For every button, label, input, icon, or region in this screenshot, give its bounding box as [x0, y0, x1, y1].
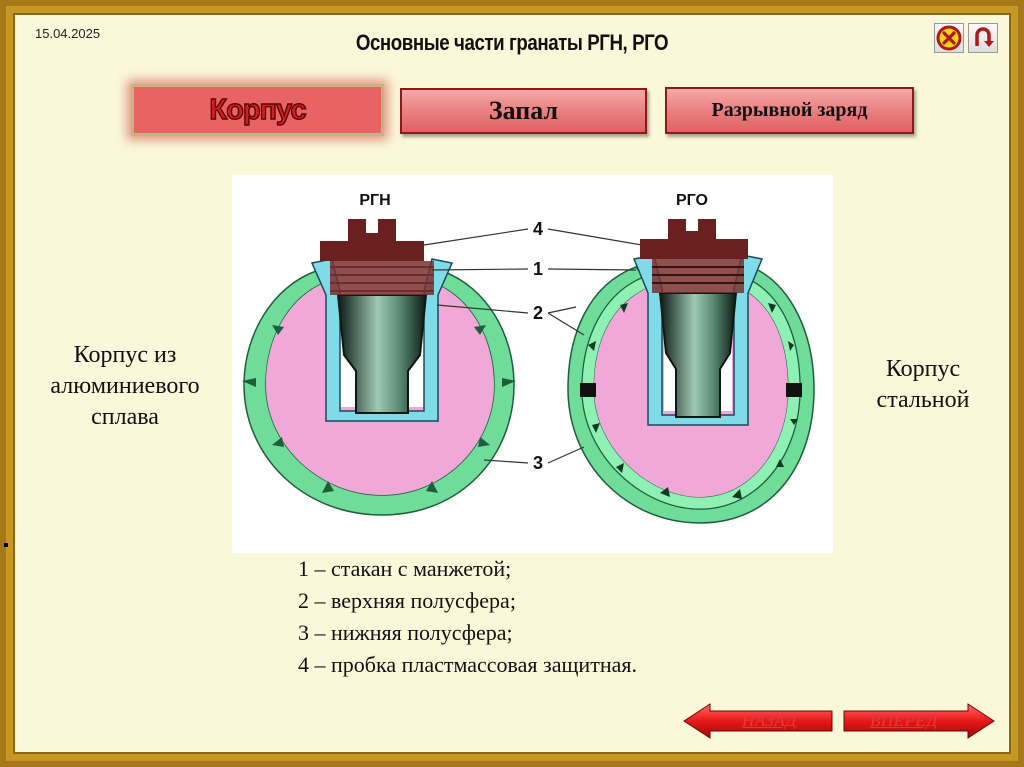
- tab-zapal[interactable]: Запал: [400, 88, 647, 134]
- tab-razryvnoy-zaryad-label: Разрывной заряд: [711, 99, 868, 121]
- callout-2: 2: [533, 303, 543, 323]
- left-caption-line: алюминиевого: [50, 373, 200, 399]
- slide-title: Основные части гранаты РГН, РГО: [355, 30, 669, 55]
- forward-label: ВПЕРЕД: [870, 711, 938, 730]
- callout-lines: [423, 228, 643, 464]
- rgn-label: РГН: [359, 192, 390, 209]
- rgo-grenade: РГО: [567, 192, 815, 524]
- rgn-grenade: РГН: [242, 192, 516, 516]
- left-caption-line: сплава: [91, 404, 159, 430]
- close-button[interactable]: [934, 23, 964, 53]
- grenade-diagram: РГН: [232, 175, 833, 553]
- arrow-right-icon: [843, 703, 995, 739]
- legend-item: 4 – пробка пластмассовая защитная.: [298, 652, 637, 677]
- return-icon: [975, 27, 994, 47]
- arrow-left-icon: [683, 703, 833, 739]
- back-label: НАЗАД: [742, 711, 797, 730]
- right-caption-line: Корпус: [885, 356, 961, 382]
- tab-zapal-label: Запал: [488, 96, 559, 125]
- left-caption-line: Корпус из: [73, 342, 177, 368]
- callout-3: 3: [533, 453, 543, 473]
- callout-1: 1: [533, 259, 543, 279]
- forward-button[interactable]: ВПЕРЕД: [842, 703, 996, 739]
- right-caption: Корпус стальной: [848, 354, 998, 416]
- tab-korpus-label: Корпус: [209, 93, 308, 126]
- tab-korpus[interactable]: Корпус: [131, 84, 384, 136]
- tab-razryvnoy-zaryad[interactable]: Разрывной заряд: [665, 87, 914, 134]
- back-button[interactable]: НАЗАД: [682, 703, 834, 739]
- close-icon: [936, 25, 962, 51]
- right-caption-line: стальной: [876, 387, 970, 413]
- legend-item: 2 – верхняя полусфера;: [298, 588, 516, 613]
- rgo-label: РГО: [676, 192, 708, 209]
- legend-item: 3 – нижняя полусфера;: [298, 620, 513, 645]
- stray-dot: [4, 543, 8, 547]
- parts-legend: 1 – стакан с манжетой; 2 – верхняя полус…: [298, 553, 637, 681]
- callout-4: 4: [533, 219, 543, 239]
- slide-date: 15.04.2025: [35, 26, 101, 41]
- legend-item: 1 – стакан с манжетой;: [298, 556, 512, 581]
- grenade-diagram-svg: РГН: [242, 192, 815, 524]
- left-caption: Корпус из алюминиевого сплава: [30, 340, 220, 433]
- return-button[interactable]: [968, 23, 998, 53]
